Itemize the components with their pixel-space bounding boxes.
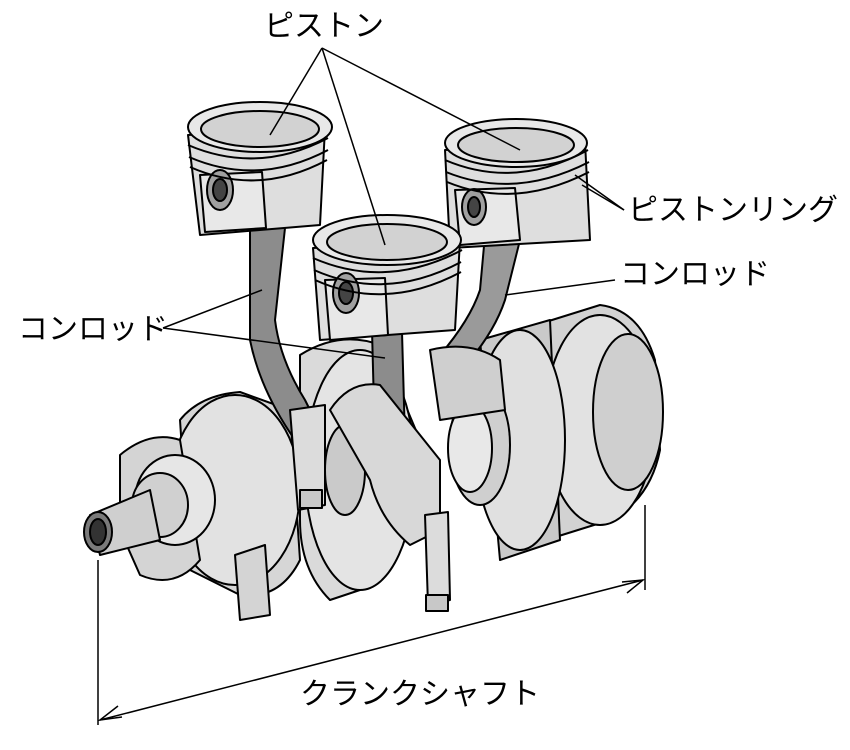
dimension-arrow (97, 505, 646, 725)
label-piston-ring: ピストンリング (628, 193, 838, 228)
piston-rear (444, 118, 591, 249)
label-conrod-right: コンロッド (620, 257, 770, 292)
label-crankshaft: クランクシャフト (300, 677, 540, 712)
piston-middle (312, 214, 463, 341)
crankshaft (83, 304, 664, 601)
conrod-rear (429, 234, 521, 421)
label-piston: ピストン (264, 9, 384, 44)
leader-lines (162, 47, 625, 359)
conrod-middle (329, 329, 451, 612)
conrod-front (234, 224, 326, 621)
piston-front (187, 101, 333, 236)
label-conrod-left: コンロッド (18, 312, 168, 347)
